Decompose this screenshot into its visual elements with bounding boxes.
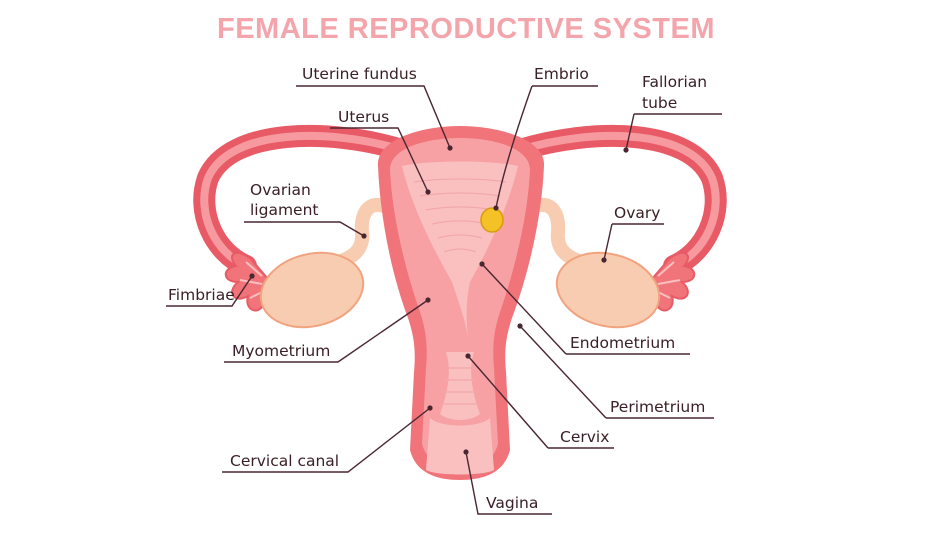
label-endometrium: Endometrium <box>570 334 675 352</box>
cervical-canal-ridges <box>440 367 480 405</box>
label-uterus: Uterus <box>338 108 389 126</box>
diagram-title: FEMALE REPRODUCTIVE SYSTEM <box>217 13 715 45</box>
embryo <box>480 207 504 233</box>
label-cervix: Cervix <box>560 428 609 446</box>
label-ovarian-ligament-line2: ligament <box>250 201 319 219</box>
label-embrio: Embrio <box>534 65 589 83</box>
uterus-cavity <box>402 161 518 338</box>
labels: Uterine fundus Embrio Fallorian tube Ute… <box>168 65 707 512</box>
label-ovarian-ligament-line1: Ovarian <box>250 181 311 199</box>
vaginal-canal <box>426 418 494 475</box>
label-ovary: Ovary <box>614 204 660 222</box>
label-perimetrium: Perimetrium <box>610 398 705 416</box>
label-fallorian-tube-line2: tube <box>642 94 677 112</box>
label-fimbriae: Fimbriae <box>168 286 235 304</box>
label-myometrium: Myometrium <box>232 342 330 360</box>
cervical-canal <box>440 352 480 420</box>
label-fallorian-tube-line1: Fallorian <box>642 73 707 91</box>
left-fallopian-tube <box>193 125 413 277</box>
leader-lines <box>166 85 722 515</box>
left-ovary <box>259 251 365 329</box>
left-ovarian-ligament <box>331 197 403 269</box>
label-uterine-fundus: Uterine fundus <box>302 65 417 83</box>
anatomy-illustration <box>193 125 727 480</box>
right-ovary <box>555 251 661 329</box>
right-fallopian-tube <box>509 125 727 277</box>
label-cervical-canal: Cervical canal <box>230 452 339 470</box>
label-vagina: Vagina <box>486 494 538 512</box>
